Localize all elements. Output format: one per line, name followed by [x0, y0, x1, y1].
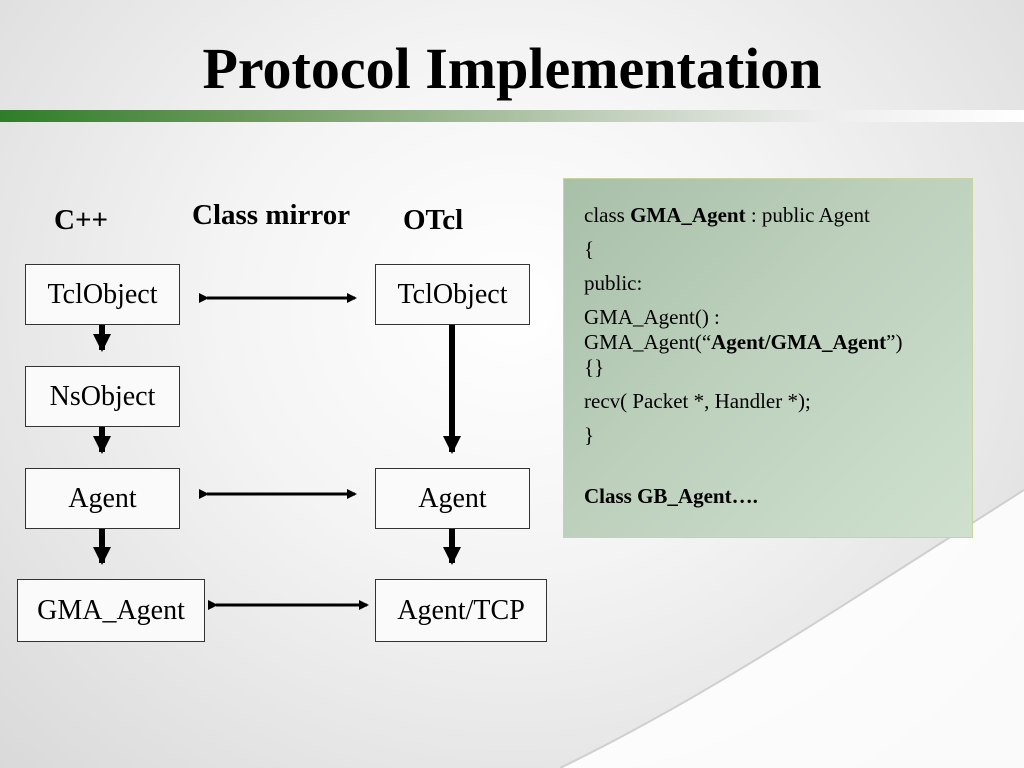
code-line-base-init: GMA_Agent(“Agent/GMA_Agent”)	[584, 330, 972, 355]
cpp-box-tclobject: TclObject	[25, 264, 180, 325]
cpp-box-gma-agent: GMA_Agent	[17, 579, 205, 642]
code-line-public: public:	[584, 271, 643, 295]
slide-title: Protocol Implementation	[202, 36, 822, 101]
cpp-box-agent: Agent	[25, 468, 180, 529]
code-line-body: {}	[584, 355, 605, 379]
title-underline-bar	[0, 110, 1024, 122]
code-text: ”)	[886, 330, 903, 354]
code-line-open-brace: {	[584, 237, 595, 261]
code-line-recv: recv( Packet *, Handler *);	[584, 389, 811, 413]
code-otcl-name: Agent/GMA_Agent	[711, 330, 887, 354]
otcl-column-label: OTcl	[403, 204, 464, 236]
otcl-box-tclobject: TclObject	[375, 264, 530, 325]
cpp-box-nsobject: NsObject	[25, 366, 180, 427]
code-panel: class GMA_Agent : public Agent { public:…	[563, 178, 973, 538]
code-line-close-brace: }	[584, 423, 595, 447]
code-text: GMA_Agent(“	[584, 330, 712, 354]
otcl-box-agent-tcp: Agent/TCP	[375, 579, 547, 642]
code-line-class-decl: class GMA_Agent : public Agent	[584, 203, 972, 228]
otcl-box-agent: Agent	[375, 468, 530, 529]
code-text: : public Agent	[745, 203, 870, 227]
code-line-gb-agent: Class GB_Agent….	[584, 484, 972, 509]
class-mirror-label: Class mirror	[192, 199, 351, 231]
code-class-name: GMA_Agent	[630, 203, 746, 227]
code-text: class	[584, 203, 631, 227]
cpp-column-label: C++	[54, 204, 108, 236]
code-line-constructor: GMA_Agent() :	[584, 305, 720, 329]
code-gb-agent: Class GB_Agent….	[584, 484, 758, 508]
